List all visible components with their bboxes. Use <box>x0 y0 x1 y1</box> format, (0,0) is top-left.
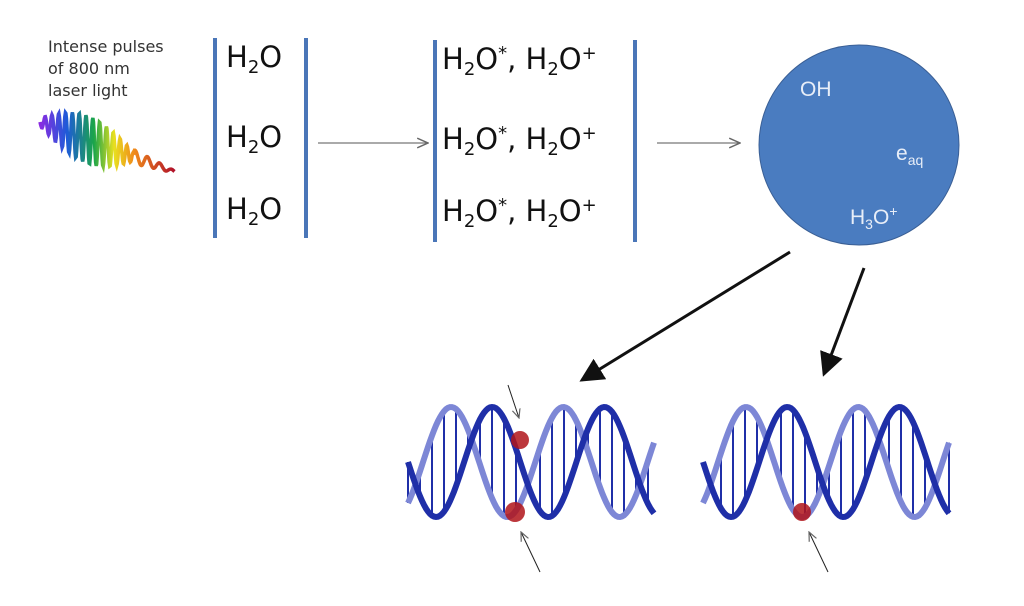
dna-backbone-strand <box>700 403 952 521</box>
e-symbol: e <box>896 142 908 165</box>
o: O <box>558 194 582 228</box>
charge: + <box>581 123 597 144</box>
product-electron: eaq <box>896 142 923 168</box>
sub: 2 <box>247 209 260 230</box>
e-subscript: aq <box>907 152 924 168</box>
products-circle <box>758 44 960 246</box>
o: O <box>259 192 283 226</box>
strand-break-site <box>511 431 529 449</box>
o: O <box>558 42 582 76</box>
excited-ionized-water: H2O*, H2O+ <box>442 194 597 232</box>
o-symbol: O <box>872 206 890 229</box>
charge: + <box>581 195 597 216</box>
charge: + <box>581 43 597 64</box>
o: O <box>475 122 499 156</box>
laser-label-line: of 800 nm <box>48 59 130 78</box>
excited-mark: * <box>498 43 508 64</box>
arrow-to-dna1 <box>579 250 791 382</box>
o: O <box>259 40 283 74</box>
charge: + <box>889 203 898 219</box>
damage-pointer-arrow <box>521 532 541 573</box>
o: O <box>475 194 499 228</box>
dna-helix-single-strand-break <box>700 403 952 521</box>
h: H <box>226 192 248 226</box>
h: H <box>442 194 464 228</box>
product-oh: OH <box>800 78 832 101</box>
o: O <box>475 42 499 76</box>
damage-pointer-arrow <box>507 384 519 418</box>
sub: 2 <box>463 59 476 80</box>
sub: 2 <box>463 139 476 160</box>
excited-mark: * <box>498 123 508 144</box>
sub: 2 <box>247 137 260 158</box>
h-symbol: H <box>850 206 866 229</box>
h: H <box>525 42 548 76</box>
h: H <box>442 42 464 76</box>
laser-label-line: Intense pulses <box>48 37 164 56</box>
sub: 2 <box>247 57 260 78</box>
o: O <box>558 122 582 156</box>
laser-pulse-icon <box>38 108 176 174</box>
arrow-to-dna2 <box>820 267 866 377</box>
sep: , <box>507 122 526 156</box>
h: H <box>525 194 548 228</box>
sep: , <box>507 194 526 228</box>
dna-backbone-strand <box>700 403 952 521</box>
damage-pointer-arrow <box>809 532 829 573</box>
dna-backbone-strand <box>405 403 657 521</box>
sub: 2 <box>547 211 559 232</box>
product-hydronium: H3O+ <box>850 203 898 232</box>
dna-helix-double-strand-break <box>405 403 657 522</box>
laser-label-line: laser light <box>48 81 128 100</box>
excited-ionized-water: H2O*, H2O+ <box>442 122 597 160</box>
excited-ionized-water: H2O*, H2O+ <box>442 42 597 80</box>
strand-break-site <box>793 503 811 521</box>
h: H <box>226 40 248 74</box>
subscript: 3 <box>865 216 873 232</box>
dna-backbone-strand <box>405 403 657 521</box>
sep: , <box>507 42 526 76</box>
sub: 2 <box>547 139 559 160</box>
laser-label: Intense pulses of 800 nm laser light <box>48 36 164 102</box>
water-molecule: H2O <box>226 40 282 78</box>
water-molecule: H2O <box>226 120 282 158</box>
o: O <box>259 120 283 154</box>
excited-mark: * <box>498 195 508 216</box>
sub: 2 <box>463 211 476 232</box>
h: H <box>226 120 248 154</box>
h: H <box>525 122 548 156</box>
water-molecule: H2O <box>226 192 282 230</box>
strand-break-site <box>505 502 525 522</box>
sub: 2 <box>547 59 559 80</box>
h: H <box>442 122 464 156</box>
